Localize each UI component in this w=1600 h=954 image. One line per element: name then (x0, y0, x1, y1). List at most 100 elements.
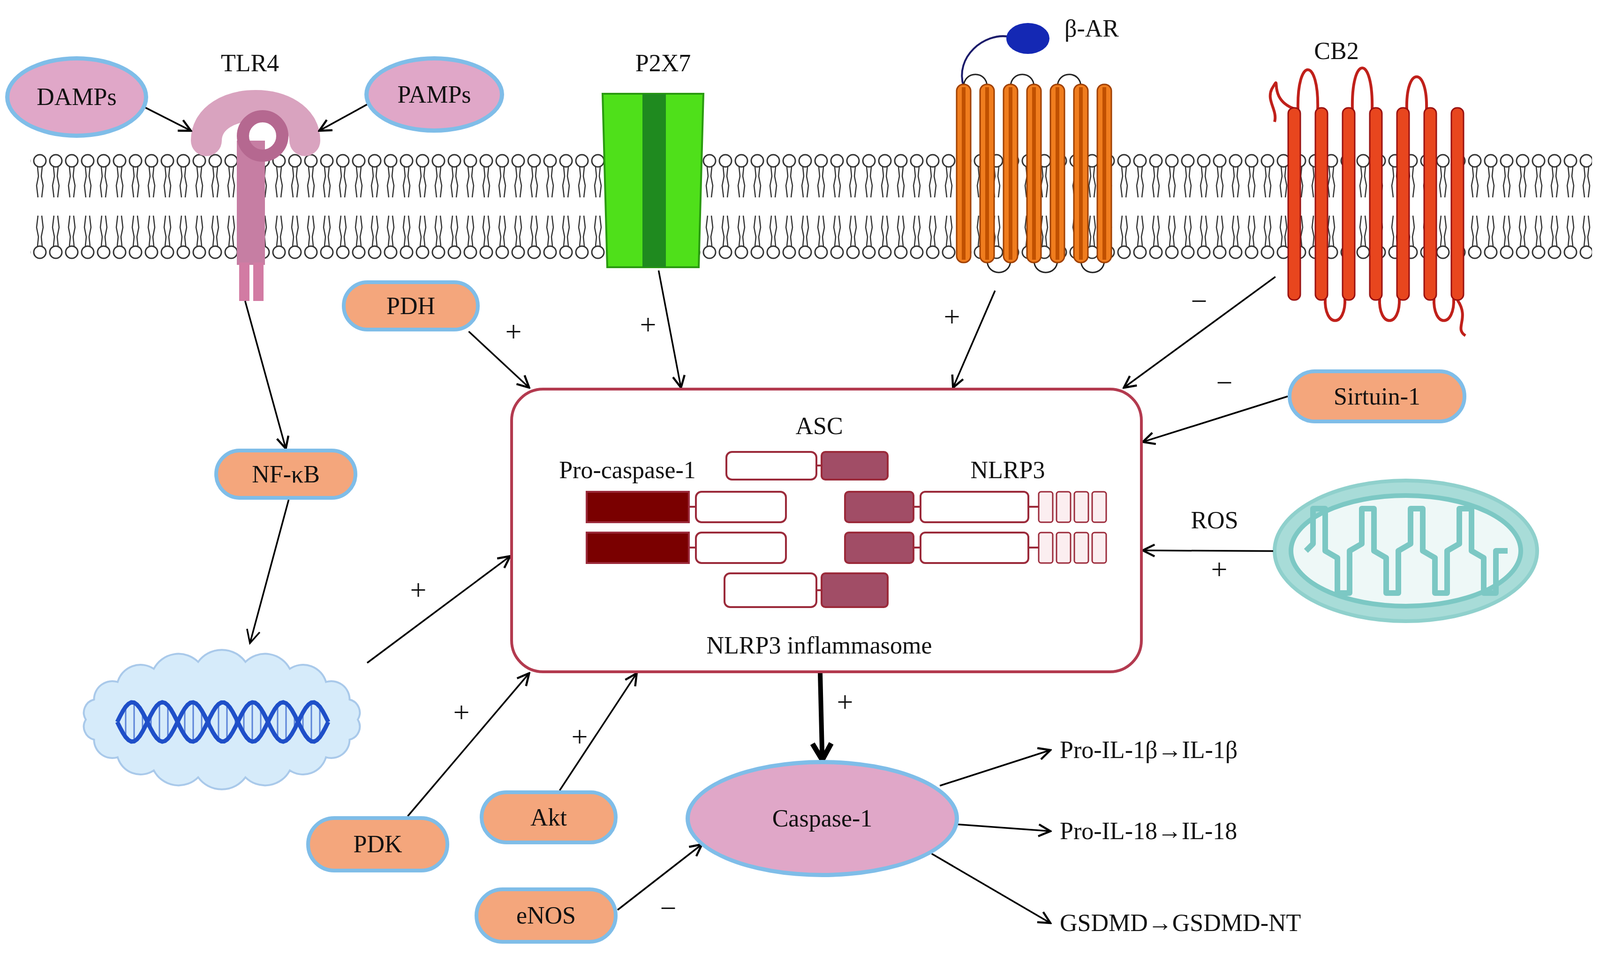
p2x7-pore (642, 93, 666, 268)
inflammasome-box: ASCPro-caspase-1NLRP3NLRP3 inflammasome (510, 387, 1143, 674)
linker (913, 546, 921, 549)
nlrp3-nacht (920, 491, 1029, 523)
caspase-ellipse: Caspase-1 (685, 760, 959, 878)
caspase-domain (586, 532, 689, 564)
node-label: Caspase-1 (772, 805, 873, 832)
lrr-cell (1074, 491, 1089, 523)
sign-label: + (453, 697, 470, 727)
nucleus-cloud (83, 649, 361, 790)
cb2-node: CB2 (1265, 37, 1470, 337)
beta-ar-node: β-AR (954, 14, 1128, 291)
lrr-cell (1038, 491, 1053, 523)
product-text: Pro-IL-1β→IL-1β (1050, 733, 1332, 767)
arrow (931, 853, 1051, 924)
arrow (1124, 276, 1276, 388)
asc-card (821, 573, 888, 608)
inner-membrane (1290, 495, 1521, 607)
dna-strand (117, 702, 329, 742)
enos-pill: eNOS (474, 887, 618, 944)
lrr-cell (1074, 532, 1089, 564)
outer-membrane (1274, 480, 1538, 622)
dna-rung (158, 703, 161, 741)
helix-loop (1298, 69, 1318, 111)
helix-stripe (985, 87, 989, 260)
node-label: CB2 (1313, 37, 1359, 65)
dna-rung (277, 705, 279, 740)
cloud-outline (83, 649, 361, 790)
tlr4-leg (239, 262, 250, 302)
node-label: Pro-IL-1β→IL-1β (1059, 736, 1238, 764)
node-label: NLRP3 inflammasome (706, 632, 933, 659)
caspase-domain (586, 491, 689, 523)
nlrp3-nacht (920, 532, 1029, 564)
thick-arrow (820, 673, 823, 761)
card-domain (695, 532, 786, 564)
lrr-cell (1056, 491, 1071, 523)
helix (980, 84, 995, 263)
lrr-cell (1092, 532, 1107, 564)
node-label: DAMPs (36, 83, 117, 111)
helix-stripe (1008, 87, 1013, 260)
mitochondrion-node: ROS (1273, 479, 1539, 623)
tlr4-loop (242, 116, 283, 156)
arrow (658, 270, 682, 388)
node-label: Pro-caspase-1 (558, 456, 696, 484)
pamps-ellipse: PAMPs (364, 56, 505, 133)
node-label: P2X7 (635, 49, 691, 77)
pdk-pill: PDK (306, 816, 450, 873)
helix (1050, 84, 1065, 263)
helix (1451, 107, 1464, 301)
arrow (939, 750, 1051, 786)
helix (1342, 107, 1355, 301)
helix (1003, 84, 1018, 263)
node-label: β-AR (1064, 15, 1119, 42)
sign-label: + (505, 316, 522, 347)
beta-ar-receptor (956, 22, 1112, 273)
helix (956, 84, 971, 263)
helix-stripe (1032, 87, 1036, 260)
arrow (957, 824, 1051, 832)
node-label: PAMPs (397, 81, 471, 108)
p2x7-node: P2X7 (596, 46, 710, 271)
sign-label: + (1211, 554, 1228, 584)
helix-loop (1379, 297, 1400, 321)
helix-loop (1325, 297, 1345, 321)
card-domain (695, 491, 786, 523)
nfkb-pill: NF-κB (214, 448, 358, 500)
helix-stripe (961, 87, 966, 260)
linker (688, 505, 696, 508)
linker (913, 505, 921, 508)
node-label: TLR4 (220, 49, 280, 77)
dna-rung (226, 704, 228, 740)
sign-label: + (837, 687, 854, 717)
sign-label: − (1216, 368, 1233, 398)
product-text: GSDMD→GSDMD-NT (1050, 906, 1332, 940)
mitochondrion (1274, 480, 1538, 622)
sirtuin-pill: Sirtuin-1 (1287, 369, 1467, 424)
cb2-receptor (1270, 67, 1466, 336)
node-label: Akt (530, 804, 567, 831)
lrr-cell (1092, 491, 1107, 523)
arrow (1142, 550, 1274, 551)
asc-pyd (724, 573, 817, 608)
akt-pill: Akt (479, 790, 618, 845)
c-terminus (1457, 300, 1466, 336)
nlrp3-pyd (845, 532, 914, 564)
sign-label: + (571, 722, 589, 752)
p2x7-body (602, 93, 704, 268)
helix-stripe (1055, 87, 1060, 260)
helix (1369, 107, 1382, 301)
helix (1396, 107, 1410, 301)
helix (1424, 107, 1437, 301)
node-label: Pro-IL-18→IL-18 (1059, 817, 1238, 845)
dna-strand (117, 702, 329, 742)
lrr-cell (1056, 532, 1071, 564)
dna-rung (167, 705, 169, 740)
arrow (245, 301, 287, 449)
helix (1315, 107, 1328, 301)
node-label: PDH (386, 292, 436, 320)
tlr4-receptor (206, 105, 305, 302)
sign-label: − (1191, 286, 1208, 316)
dna-rung (310, 702, 313, 742)
n-terminus (961, 36, 1009, 87)
